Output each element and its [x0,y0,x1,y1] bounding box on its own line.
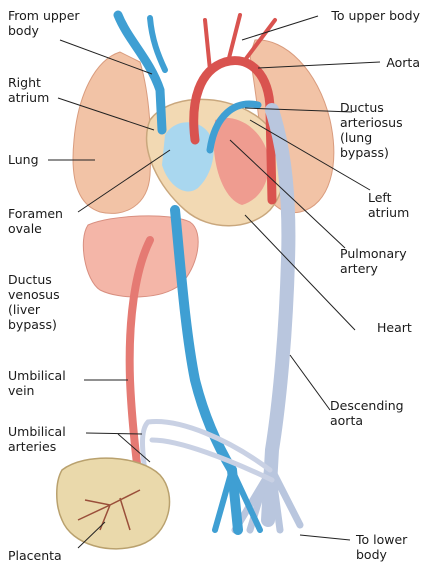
label-placenta: Placenta [8,548,62,563]
label-foramen-ovale: Foramen ovale [8,206,63,236]
label-umbilical-arteries: Umbilical arteries [8,424,66,454]
label-pulmonary-artery: Pulmonary artery [340,246,407,276]
label-left-atrium: Left atrium [368,190,409,220]
label-ductus-arteriosus: Ductus arteriosus (lung bypass) [340,100,403,160]
label-from-upper-body: From upper body [8,8,80,38]
label-to-upper-body: To upper body [310,8,420,23]
label-descending-aorta: Descending aorta [330,398,404,428]
label-ductus-venosus: Ductus venosus (liver bypass) [8,272,60,332]
label-heart: Heart [377,320,412,335]
label-aorta: Aorta [360,55,420,70]
label-lung: Lung [8,152,39,167]
upper-vein-branch [150,18,165,70]
label-to-lower-body: To lower body [356,532,407,562]
label-umbilical-vein: Umbilical vein [8,368,66,398]
label-right-atrium: Right atrium [8,75,49,105]
